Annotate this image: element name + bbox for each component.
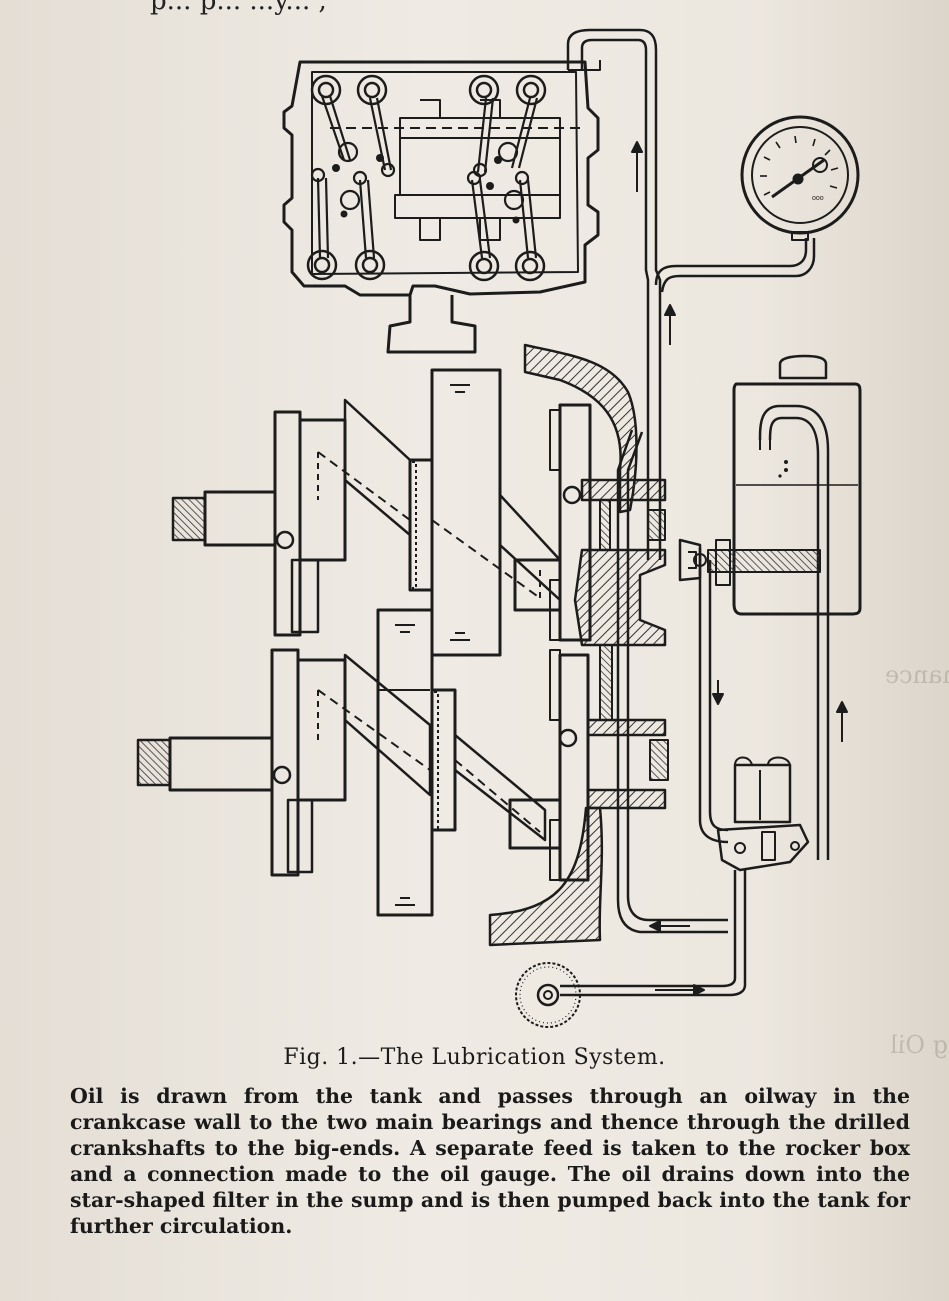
figure-caption: Fig. 1.—The Lubrication System.: [283, 1045, 666, 1070]
rocker-box: [282, 60, 600, 354]
flow-arrows: [631, 141, 848, 996]
oil-tank: [678, 354, 862, 616]
lower-crankshaft: [136, 608, 669, 917]
lubrication-system-diagram: ooo: [136, 28, 862, 1028]
svg-text:ooo: ooo: [812, 195, 824, 202]
oil-pipes: [560, 28, 830, 997]
crankcase-wall: [488, 343, 667, 947]
figure-description: Oil is drawn from the tank and passes th…: [70, 1084, 910, 1238]
oil-gauge: ooo: [740, 115, 860, 241]
oil-pump: [716, 756, 810, 872]
star-shaped-filter: [515, 962, 581, 1028]
previous-page-fragment: p... p... ...y... ,: [150, 0, 327, 16]
upper-crankshaft: [171, 368, 666, 657]
